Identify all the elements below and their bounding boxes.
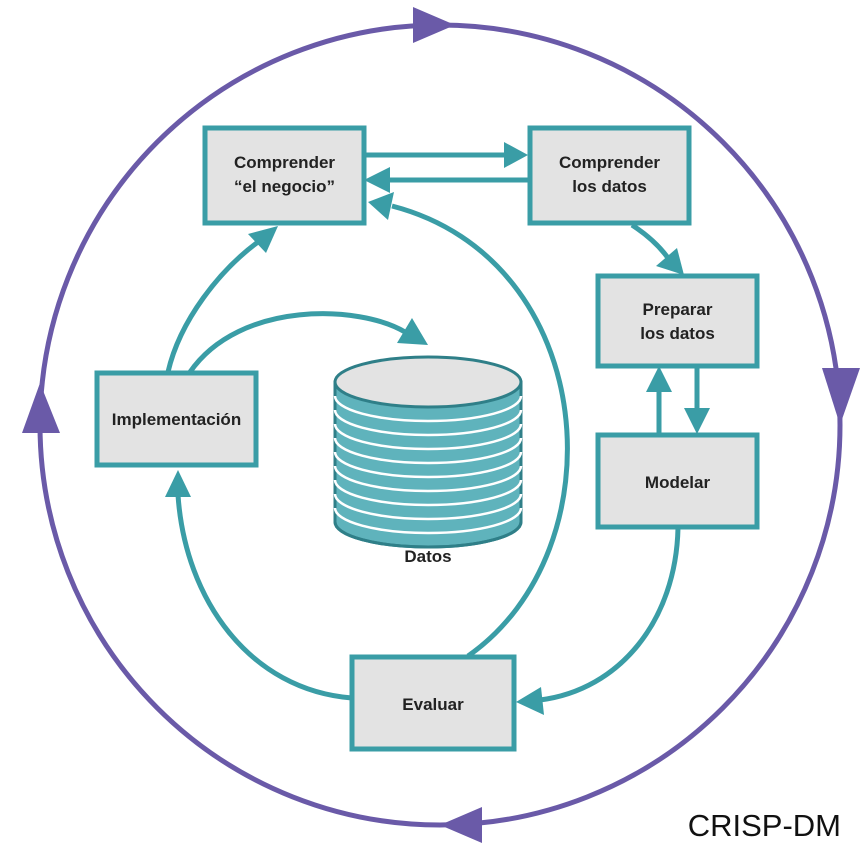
phase-business-line2: “el negocio” [234,177,335,196]
phase-business-line1: Comprender [234,153,335,172]
phase-data-understanding: Comprender los datos [527,125,692,226]
database-disk-line [333,479,523,507]
database-disk-line [333,409,523,437]
arrow-head-data-understanding-to-business [364,167,390,193]
database-disk-line [333,437,523,465]
arrow-modeling-to-evaluation [539,527,681,703]
phase-deployment-label: Implementación [112,410,241,429]
arrow-head-business-to-data-understanding [504,142,528,168]
phase-business-understanding: Comprender “el negocio” [202,125,367,226]
cycle-arrow-right [822,368,860,425]
arrow-evaluation-to-deployment [175,494,353,701]
phase-data-understanding-line2: los datos [572,177,647,196]
phase-deployment: Implementación [94,370,259,468]
arrow-head-deployment-to-data [397,318,428,345]
phase-evaluation-label: Evaluar [402,695,464,714]
database-disk-line [333,423,523,451]
phase-modeling: Modelar [595,432,760,530]
database-disk-line [333,507,523,535]
database-disk-line [333,451,523,479]
database-disk-line [333,521,523,549]
arrow-head-preparation-to-modeling [684,408,710,434]
diagram-caption: CRISP-DM [687,808,841,843]
cycle-arrow-left [22,383,60,433]
phase-modeling-label: Modelar [645,473,711,492]
arrow-head-evaluation-to-business [368,192,394,220]
database-top [333,355,523,409]
arrow-head-evaluation-to-deployment [165,470,191,497]
arrow-head-deployment-to-business [248,226,278,253]
data-store-label: Datos [404,547,451,566]
phase-data-preparation: Preparar los datos [595,273,760,369]
database-disk-line [333,395,523,423]
phase-evaluation: Evaluar [349,654,517,752]
arrow-head-modeling-to-preparation [646,366,672,392]
arrow-head-data-understanding-to-preparation [656,248,684,275]
cycle-arrow-bottom [440,807,482,843]
database-icon [333,355,523,549]
database-disk-line [333,493,523,521]
phase-preparation-line1: Preparar [643,300,713,319]
phase-data-understanding-line1: Comprender [559,153,660,172]
arrow-data-understanding-to-preparation [630,222,671,260]
database-disk-line [333,465,523,493]
arrow-head-modeling-to-evaluation [516,687,544,715]
arrow-evaluation-to-business [391,203,570,659]
arrow-deployment-to-data [187,311,407,374]
arrow-deployment-to-business [165,239,260,373]
cycle-arrow-top [413,7,455,43]
phase-preparation-line2: los datos [640,324,715,343]
